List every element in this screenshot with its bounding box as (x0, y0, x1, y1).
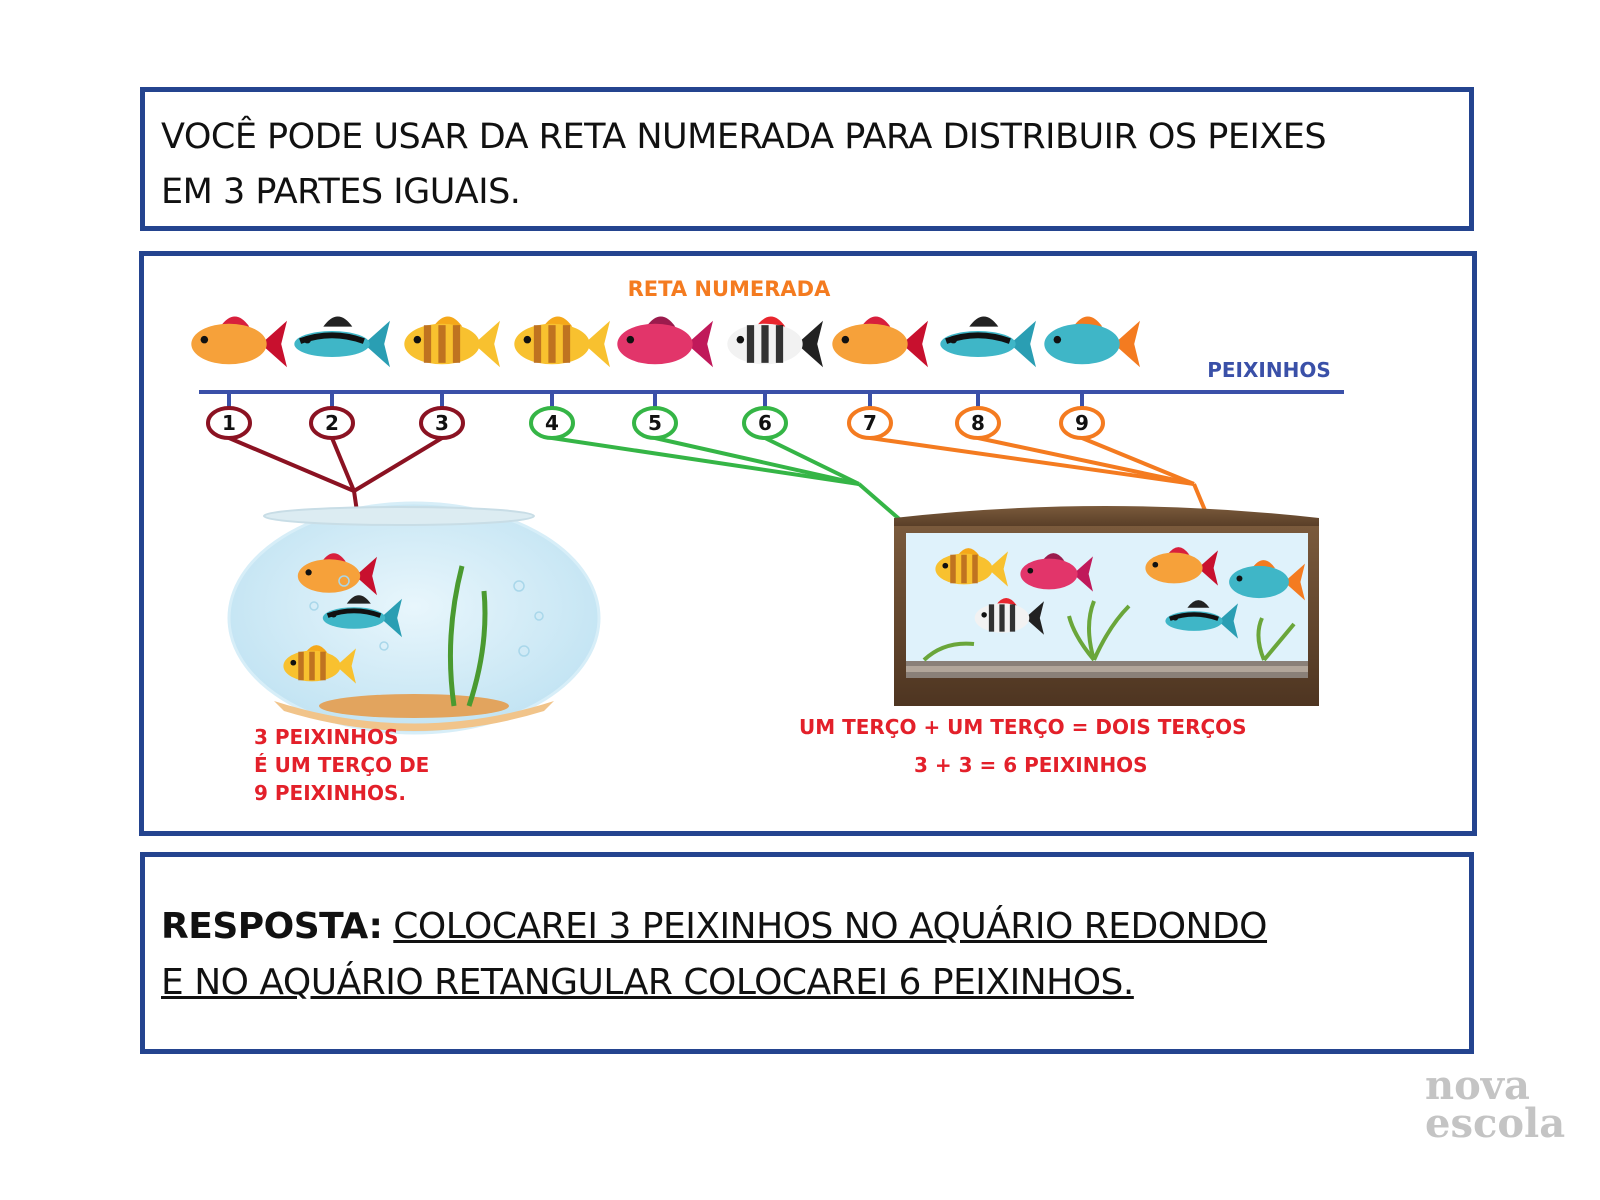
number-label-9: 9 (1075, 411, 1089, 435)
fish-icon-blue-black (322, 595, 402, 638)
bowl-plant-icon (447, 565, 488, 707)
tank-plant-icon (922, 600, 1296, 662)
fish-icon-striped-yellow (514, 316, 610, 368)
answer-line-2: E NO AQUÁRIO RETANGULAR COLOCAREI 6 PEIX… (161, 962, 1134, 1003)
rectangular-aquarium (894, 506, 1319, 706)
intro-line-2: EM 3 PARTES IGUAIS. (161, 172, 521, 212)
fish-icon-striped-yellow (283, 645, 356, 684)
bowl-fish-group (283, 553, 402, 684)
fish-row (191, 316, 1140, 368)
fish-icon-blue-black (1165, 600, 1238, 639)
fish-icon-blue-black (294, 316, 390, 368)
fish-icon-striped-yellow (935, 548, 1008, 587)
tank-caption-line-2: 3 + 3 = 6 PEIXINHOS (914, 753, 1148, 777)
diagram-title: RETA NUMERADA (628, 277, 831, 301)
arrow-group-2 (551, 436, 946, 560)
bowl-caption-line-3: 9 PEIXINHOS. (254, 781, 406, 805)
answer-line-1: COLOCAREI 3 PEIXINHOS NO AQUÁRIO REDONDO (393, 906, 1268, 947)
nova-escola-logo: nova escola (1425, 1062, 1575, 1147)
intro-text: VOCÊ PODE USAR DA RETA NUMERADA PARA DIS… (161, 110, 1453, 220)
number-line-label: PEIXINHOS (1207, 358, 1331, 382)
bowl-caption-line-2: É UM TERÇO DE (254, 753, 429, 777)
answer-label: RESPOSTA: (161, 906, 383, 947)
fish-icon-red-betta (1145, 547, 1218, 586)
number-label-8: 8 (971, 411, 985, 435)
fish-icon-guppy (617, 316, 713, 368)
logo-line-2: escola (1425, 1100, 1566, 1147)
number-label-3: 3 (435, 411, 449, 435)
answer-text-block: RESPOSTA: COLOCAREI 3 PEIXINHOS NO AQUÁR… (161, 899, 1453, 1011)
fish-icon-red-betta (191, 316, 287, 368)
fish-icon-parrot (1044, 316, 1140, 368)
number-label-7: 7 (863, 411, 877, 435)
fish-icon-black-white (974, 598, 1044, 635)
answer-box: RESPOSTA: COLOCAREI 3 PEIXINHOS NO AQUÁR… (140, 852, 1474, 1054)
intro-line-1: VOCÊ PODE USAR DA RETA NUMERADA PARA DIS… (161, 117, 1327, 157)
fish-icon-blue-black (940, 316, 1036, 368)
fish-icon-parrot (1229, 560, 1305, 601)
diagram-box: RETA NUMERADA PEIXINHOS 1 2 3 4 5 6 7 8 9 (139, 251, 1477, 836)
intro-box: VOCÊ PODE USAR DA RETA NUMERADA PARA DIS… (140, 87, 1474, 231)
bowl-caption-line-1: 3 PEIXINHOS (254, 725, 398, 749)
round-fishbowl (227, 501, 601, 735)
tank-fish-group (935, 547, 1305, 639)
logo-line-1: nova (1425, 1062, 1530, 1109)
number-label-4: 4 (545, 411, 559, 435)
fish-icon-black-white (727, 316, 823, 368)
fish-icon-red-betta (832, 316, 928, 368)
number-label-1: 1 (222, 411, 236, 435)
fish-icon-guppy (1020, 553, 1093, 592)
tank-caption-line-1: UM TERÇO + UM TERÇO = DOIS TERÇOS (799, 715, 1247, 739)
number-label-6: 6 (758, 411, 772, 435)
number-label-5: 5 (648, 411, 662, 435)
number-line-diagram: RETA NUMERADA PEIXINHOS 1 2 3 4 5 6 7 8 9 (191, 277, 1344, 805)
number-label-2: 2 (325, 411, 339, 435)
fish-icon-red-betta (297, 553, 377, 596)
number-ticks: 1 2 3 4 5 6 7 8 9 (206, 392, 1105, 440)
fish-icon-striped-yellow (404, 316, 500, 368)
